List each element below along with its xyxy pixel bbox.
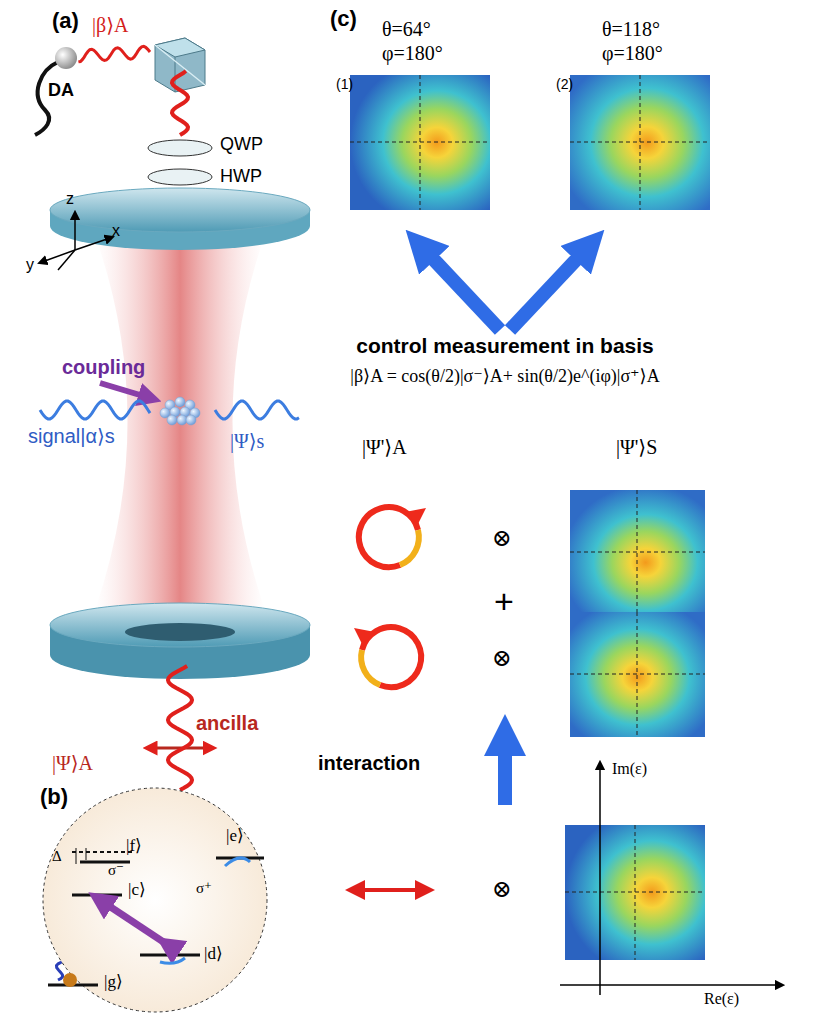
- tensor-symbol: ⊗: [492, 525, 512, 553]
- state-label: |Ψ⟩s: [230, 430, 264, 453]
- state-label: |β⟩A: [92, 14, 128, 37]
- axis-label: z: [66, 190, 74, 208]
- beam-label: signal|α⟩s: [28, 425, 115, 448]
- level-label: |g⟩: [104, 972, 123, 992]
- axis-label: Im(ε): [612, 760, 647, 778]
- callout-number: (1): [336, 76, 353, 92]
- beam-label: coupling: [62, 356, 145, 379]
- angle-label: φ=180°: [602, 42, 663, 65]
- state-label: |Ψ⟩A: [52, 752, 93, 775]
- beam-label: ancilla: [196, 712, 258, 735]
- level-label: |e⟩: [226, 826, 244, 846]
- panel-label: (a): [52, 8, 79, 33]
- caption-text: interaction: [318, 752, 420, 775]
- light-wave: [215, 401, 299, 419]
- angle-label: θ=118°: [602, 18, 660, 41]
- tensor-symbol: ⊗: [492, 876, 512, 904]
- axis-label: x: [112, 222, 120, 240]
- light-wave: [168, 666, 192, 790]
- angle-label: φ=180°: [382, 42, 443, 65]
- tensor-symbol: ⊗: [492, 645, 512, 673]
- axis-label: Re(ε): [704, 990, 739, 1008]
- detector-label: DA: [48, 80, 74, 101]
- state-label: |Ψ'⟩A: [362, 436, 407, 459]
- optic-label: QWP: [220, 134, 263, 155]
- level-label: |c⟩: [128, 880, 146, 900]
- polarization-label: σ⁻: [108, 862, 124, 879]
- caption-text: control measurement in basis: [356, 334, 654, 358]
- state-label: |Ψ'⟩S: [616, 436, 657, 459]
- light-wave: [172, 71, 188, 135]
- axis-label: y: [26, 256, 34, 274]
- panel-label: (c): [330, 6, 357, 31]
- angle-label: θ=64°: [382, 18, 431, 41]
- light-wave: [78, 46, 150, 62]
- panel-label: (b): [40, 784, 68, 809]
- plus-symbol: +: [494, 582, 514, 621]
- level-label: |f⟩: [126, 836, 142, 856]
- callout-number: (2): [556, 76, 573, 92]
- equation: |β⟩A = cos(θ/2)|σ⁻⟩A+ sin(θ/2)e^(iφ)|σ⁺⟩…: [350, 366, 659, 387]
- optic-label: HWP: [220, 166, 262, 187]
- light-wave: [40, 401, 150, 419]
- detuning-label: Δ: [52, 848, 62, 865]
- level-label: |d⟩: [204, 944, 223, 964]
- polarization-label: σ⁺: [196, 880, 212, 897]
